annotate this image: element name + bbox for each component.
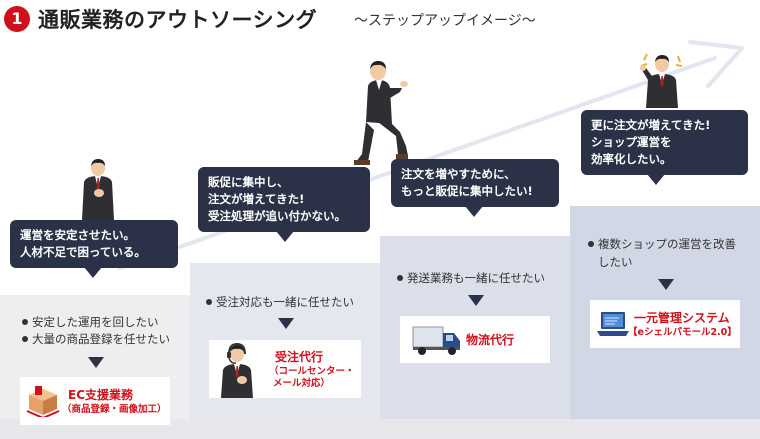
bubble-line: 販促に集中し、 (208, 175, 289, 189)
box-icon (26, 386, 60, 417)
bubble-step-4: 更に注文が増えてきた! ショップ運営を 効率化したい。 (581, 110, 748, 185)
service-card-2: 受注代行 （コールセンター・ メール対応） (209, 340, 361, 398)
bubble-tail (465, 206, 483, 217)
service-sub: 【eシェルパモール2.0】 (628, 327, 737, 338)
service-name: 一元管理システム (634, 311, 730, 325)
bullet-item: したい (598, 255, 633, 269)
service-card-3: 物流代行 (400, 316, 550, 363)
floor-base (0, 419, 760, 439)
businessman-climbing-icon (354, 61, 408, 165)
bubble-line: 運営を安定させたい。 (20, 228, 135, 242)
page-title: 通販業務のアウトソーシング (38, 8, 318, 32)
bubble-line: 注文を増やすために、 (401, 167, 516, 181)
arrow-down-icon (658, 279, 674, 290)
service-card-1: EC支援業務 （商品登録・画像加工） (20, 377, 170, 425)
bubble-line: ショップ運営を (591, 135, 672, 149)
step-number-badge: 1 (4, 6, 30, 32)
arrow-down-icon (88, 357, 104, 368)
bullet-item: 大量の商品登録を任せたい (22, 331, 170, 348)
bubble-line: もっと販促に集中したい! (401, 184, 533, 198)
truck-icon (412, 326, 460, 355)
bullet-item: 発送業務も一緒に任せたい (397, 270, 545, 287)
service-name: 物流代行 (466, 333, 515, 347)
bullet-item: 受注対応も一緒に任せたい (206, 294, 354, 311)
bubble-line: 注文が増えてきた! (208, 192, 305, 206)
businessman-icon (82, 159, 114, 220)
bubble-step-1: 運営を安定させたい。 人材不足で困っている。 (10, 220, 178, 278)
businessman-cheering-icon (640, 53, 683, 108)
service-card-4: 一元管理システム 【eシェルパモール2.0】 (590, 300, 740, 348)
bubble-tail (647, 174, 665, 185)
bubble-tail (276, 231, 294, 242)
bubble-line: 受注処理が追い付かない。 (208, 209, 346, 223)
service-sub: （商品登録・画像加工） (62, 404, 167, 415)
service-sub: （コールセンター・ (269, 366, 355, 377)
page-subtitle: 〜ステップアップイメージ〜 (354, 13, 536, 29)
bubble-line: 効率化したい。 (591, 152, 672, 166)
headset-operator-icon (221, 342, 253, 398)
bubble-line: 人材不足で困っている。 (20, 245, 146, 259)
bullet-item: 安定した運用を回したい (22, 314, 159, 331)
bubble-line: 更に注文が増えてきた! (591, 118, 711, 132)
bubble-tail (84, 267, 102, 278)
bullet-item: 複数ショップの運営を改善 (588, 236, 736, 253)
bubble-step-2: 販促に集中し、 注文が増えてきた! 受注処理が追い付かない。 (198, 167, 370, 242)
bubble-step-3: 注文を増やすために、 もっと販促に集中したい! (391, 159, 559, 217)
arrow-down-icon (468, 295, 484, 306)
service-sub: メール対応） (273, 378, 331, 389)
laptop-icon (597, 312, 629, 336)
service-name: EC支援業務 (68, 388, 134, 402)
service-name: 受注代行 (275, 350, 324, 364)
arrow-down-icon (278, 318, 294, 329)
